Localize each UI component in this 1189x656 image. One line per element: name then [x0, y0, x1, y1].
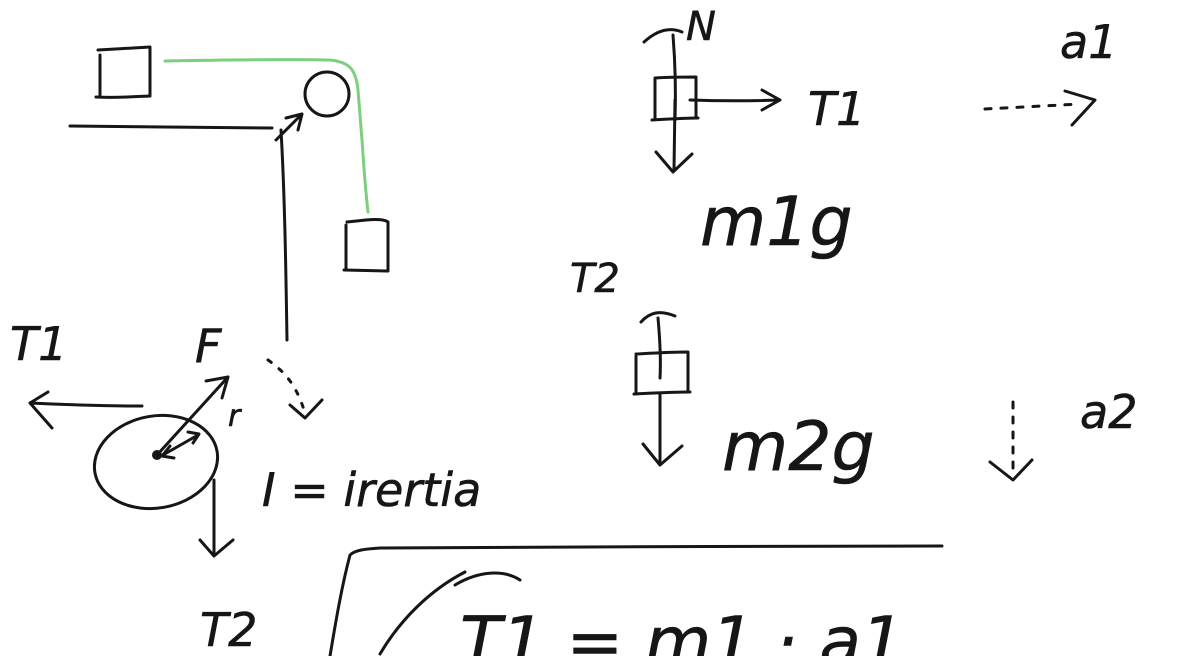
pulley-free-body-diagram: T1 F r I = irertia T2 [10, 317, 482, 656]
pulley-tension-2-arrow [198, 478, 235, 558]
acceleration-1-arrowhead [1063, 89, 1097, 127]
radius-arrow [160, 430, 201, 460]
setup-sketch [68, 45, 390, 342]
pulley-tension-1-label: T1 [10, 317, 67, 371]
acceleration-1-arrow [983, 102, 1082, 111]
acceleration-2-arrowhead [988, 458, 1034, 482]
acceleration-2-label: a2 [1080, 385, 1137, 439]
acceleration-1-label: a1 [1060, 15, 1117, 69]
hanging-block [342, 217, 390, 273]
free-body-diagram-block-2: T2 m2g a2 [570, 256, 1138, 488]
block-1-box [650, 75, 700, 122]
equation-text: T1 = m1 · a1 [460, 603, 904, 656]
equation-box-border [328, 544, 944, 656]
pulley-tension-1-arrow [28, 390, 144, 430]
tension-1-label: T1 [808, 82, 865, 136]
tension-2-arrow [639, 311, 677, 380]
rotation-arrowhead [288, 398, 324, 420]
pulley-support [274, 112, 304, 342]
weight-1-label: m1g [700, 183, 853, 262]
weight-arrow-1 [654, 98, 694, 174]
weight-arrow-2 [641, 393, 684, 467]
tension-2-label: T2 [570, 256, 620, 302]
pulley-force-arrow [155, 375, 230, 457]
pulley-wheel [303, 70, 351, 118]
pulley-force-label: F [195, 319, 222, 373]
equation-circled-mark [378, 570, 522, 656]
rotation-arrow [266, 358, 306, 412]
inertia-note: I = irertia [262, 463, 481, 517]
block-2-box [632, 350, 692, 396]
block-on-table [94, 45, 152, 99]
pulley-tension-2-label: T2 [200, 603, 257, 656]
weight-2-label: m2g [722, 408, 875, 487]
free-body-diagram-block-1: N T1 a1 m1g [642, 4, 1118, 262]
rope [163, 58, 370, 214]
table-surface [68, 124, 274, 130]
pulley-radius-label: r [228, 399, 242, 434]
equation-box: T1 = m1 · a1 [328, 544, 944, 656]
pulley-disk [92, 413, 220, 511]
normal-force-label: N [686, 4, 716, 50]
tension-1-arrow [688, 88, 782, 112]
